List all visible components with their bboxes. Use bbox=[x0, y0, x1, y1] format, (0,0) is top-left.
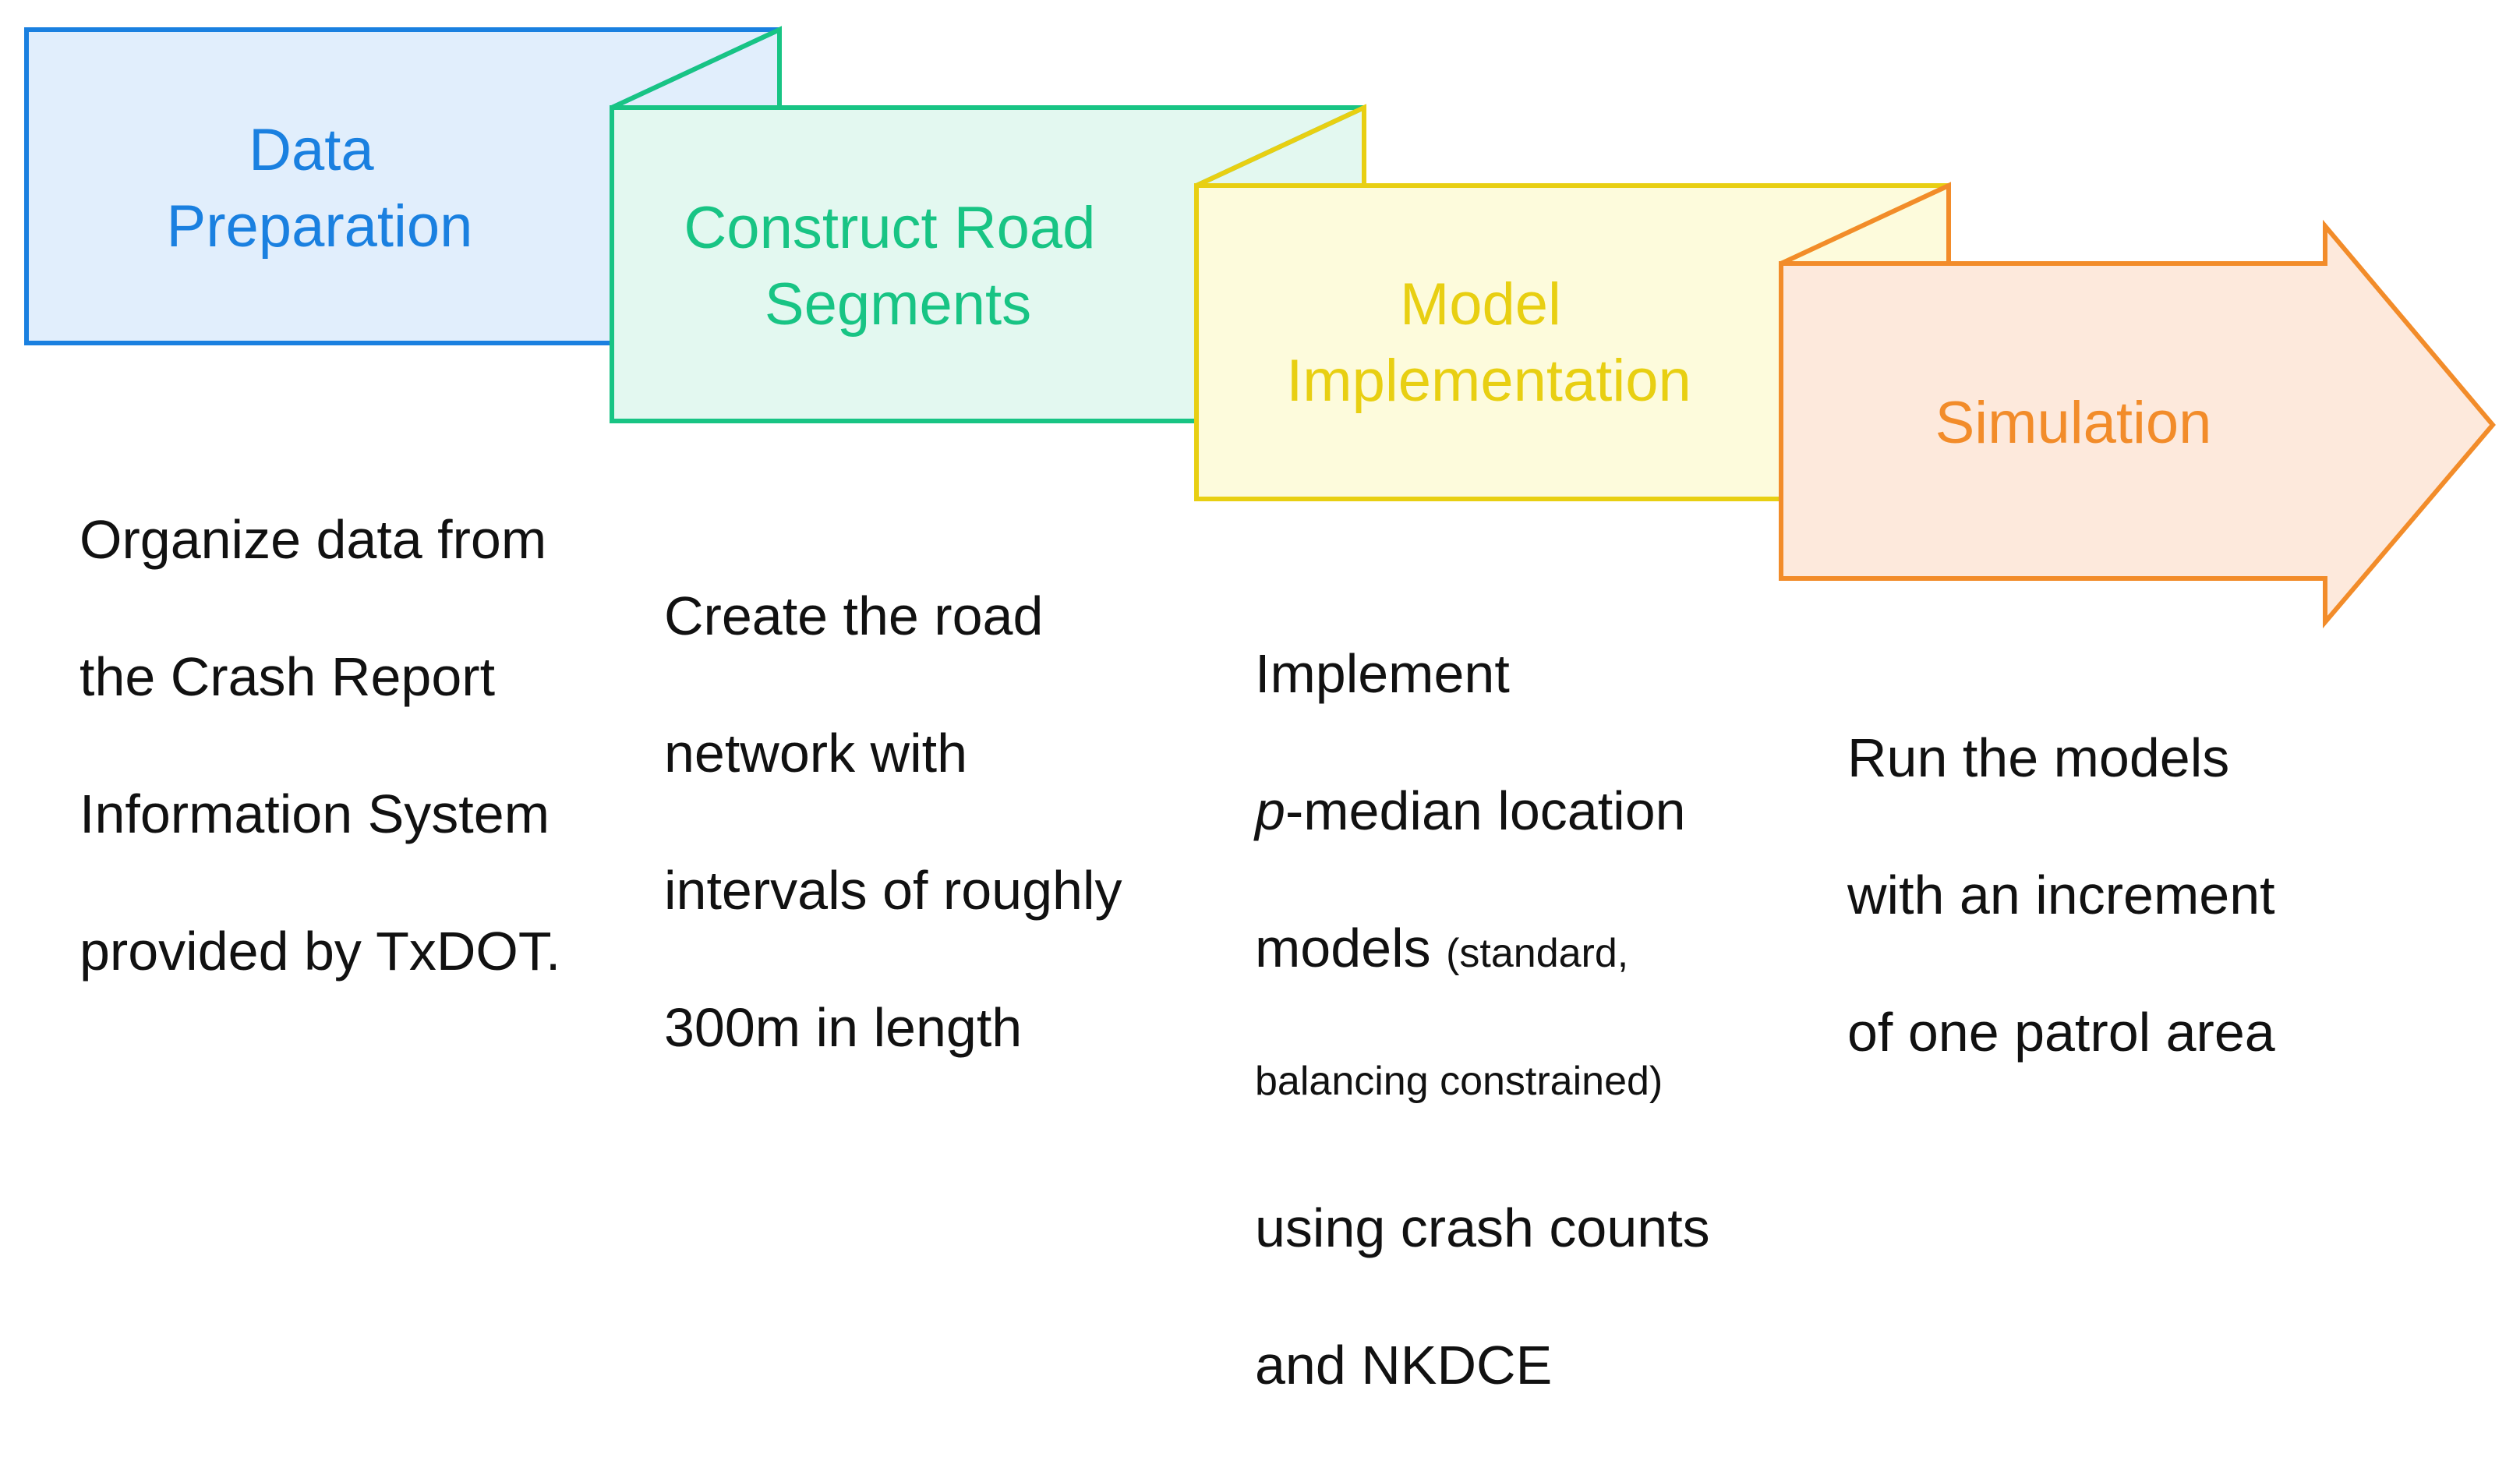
model-implementation-description-line: p-median location bbox=[1255, 776, 1710, 845]
stage-model-implementation: Model Implementation bbox=[1194, 104, 1951, 501]
data-preparation-description-line: Information System bbox=[80, 784, 550, 844]
construct-road-segments-description-line: network with bbox=[664, 723, 968, 784]
construct-road-segments-description-line: 300m in length bbox=[664, 997, 1023, 1058]
construct-road-segments-title: Construct Road Segments bbox=[684, 195, 1112, 338]
model-implementation-fold bbox=[1195, 104, 1366, 188]
model-implementation-description: Implement p-median location models (stan… bbox=[1255, 571, 1710, 1468]
construct-road-segments-description-line: Create the road bbox=[664, 585, 1044, 646]
data-preparation-description-line: Organize data from bbox=[80, 509, 547, 570]
standard-text: (standard, bbox=[1446, 931, 1629, 976]
data-preparation-title: Data Preparation bbox=[167, 117, 473, 260]
model-implementation-title-line-2: Implementation bbox=[1286, 348, 1691, 414]
construct-road-segments-description-line: intervals of roughly bbox=[664, 860, 1122, 921]
stage-simulation: Simulation bbox=[1779, 182, 2496, 629]
simulation-arrow-shape bbox=[1779, 219, 2496, 629]
data-preparation-title-line-1: Data bbox=[249, 117, 374, 183]
model-implementation-description-line: models (standard, bbox=[1255, 914, 1710, 988]
construct-road-segments-fold bbox=[610, 26, 782, 110]
simulation-description-line: of one patrol area bbox=[1847, 1002, 2275, 1063]
construct-road-segments-title-line-1: Construct Road bbox=[684, 195, 1095, 261]
model-implementation-title: Model Implementation bbox=[1286, 271, 1691, 414]
model-implementation-description-line: using crash counts bbox=[1255, 1197, 1710, 1258]
simulation-fold bbox=[1780, 182, 1951, 266]
data-preparation-description: Organize data from the Crash Report Info… bbox=[80, 437, 560, 1054]
model-implementation-title-line-1: Model bbox=[1400, 271, 1561, 338]
model-implementation-description-line: and NKDCE bbox=[1255, 1335, 1553, 1395]
simulation-title: Simulation bbox=[1935, 390, 2212, 456]
p-italic: p bbox=[1255, 780, 1285, 841]
data-preparation-title-line-2: Preparation bbox=[167, 193, 473, 260]
simulation-title-line-1: Simulation bbox=[1935, 390, 2212, 456]
median-location-text: -median location bbox=[1285, 780, 1686, 841]
data-preparation-description-line: the Crash Report bbox=[80, 646, 496, 707]
simulation-description-line: Run the models bbox=[1847, 727, 2230, 788]
model-implementation-description-line: Implement bbox=[1255, 643, 1510, 704]
workflow-diagram: Data Preparation Construct Road Segments… bbox=[24, 26, 2496, 629]
construct-road-segments-description: Create the road network with intervals o… bbox=[664, 513, 1122, 1130]
simulation-description-line: with an increment bbox=[1847, 865, 2275, 925]
balancing-constrained-text: balancing constrained) bbox=[1255, 1059, 1663, 1104]
data-preparation-description-line: provided by TxDOT. bbox=[80, 921, 561, 982]
models-text: models bbox=[1255, 918, 1447, 978]
simulation-description: Run the models with an increment of one … bbox=[1847, 655, 2275, 1135]
construct-road-segments-title-line-2: Segments bbox=[765, 271, 1031, 338]
